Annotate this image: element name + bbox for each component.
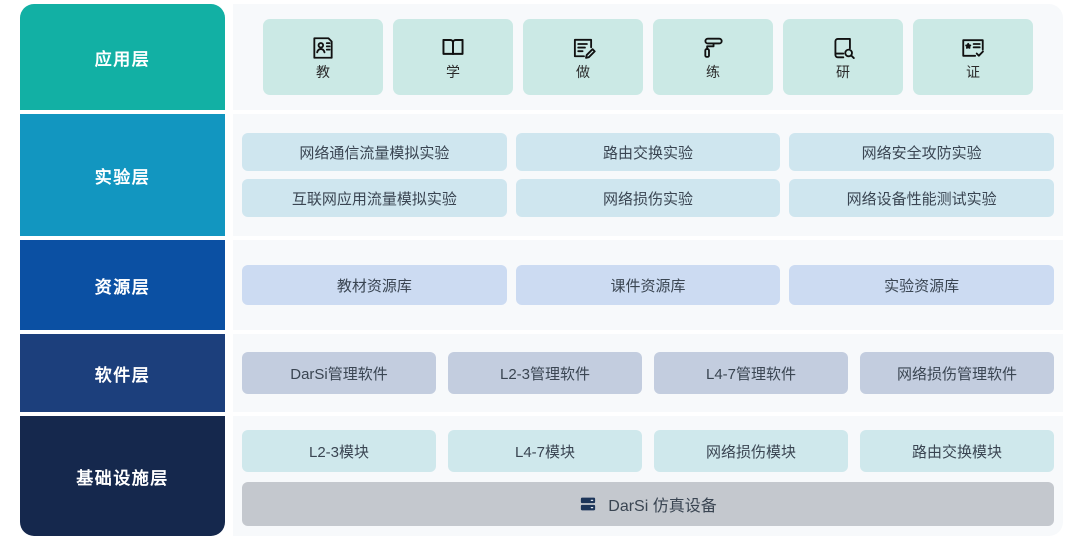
layer-panel-experiment: 网络通信流量模拟实验 路由交换实验 网络安全攻防实验 互联网应用流量模拟实验 网…	[233, 114, 1063, 236]
open-book-icon	[440, 35, 466, 61]
darsi-device-label: DarSi 仿真设备	[608, 498, 717, 515]
app-tile-teach-label: 教	[316, 64, 330, 80]
app-tile-do-label: 做	[576, 64, 590, 80]
app-tile-teach[interactable]: 教	[263, 19, 383, 95]
paint-roller-icon	[700, 35, 726, 61]
app-tile-practice-label: 练	[706, 64, 720, 80]
layer-label-application: 应用层	[20, 4, 225, 110]
infrastructure-module[interactable]: L2-3模块	[242, 430, 436, 472]
infrastructure-module[interactable]: 路由交换模块	[860, 430, 1054, 472]
layer-label-experiment: 实验层	[20, 114, 225, 236]
layer-label-infrastructure-text: 基础设施层	[76, 468, 169, 488]
experiment-item[interactable]: 网络损伤实验	[515, 179, 781, 217]
layer-label-software: 软件层	[20, 334, 225, 412]
app-tile-do[interactable]: 做	[523, 19, 643, 95]
certificate-icon	[960, 35, 986, 61]
document-edit-icon	[570, 35, 596, 61]
resource-item[interactable]: 教材资源库	[242, 265, 507, 305]
layer-panel-resource: 教材资源库 课件资源库 实验资源库	[233, 240, 1063, 330]
darsi-device-bar[interactable]: DarSi 仿真设备	[242, 482, 1054, 526]
experiment-item[interactable]: 网络安全攻防实验	[789, 133, 1055, 171]
app-tile-research-label: 研	[836, 64, 850, 80]
infrastructure-module-row: L2-3模块 L4-7模块 网络损伤模块 路由交换模块	[233, 430, 1063, 472]
layer-label-software-text: 软件层	[94, 365, 151, 385]
software-item[interactable]: L4-7管理软件	[654, 352, 848, 394]
teaching-board-icon	[310, 35, 336, 61]
layer-panel-infrastructure: L2-3模块 L4-7模块 网络损伤模块 路由交换模块 DarSi 仿真设备	[233, 416, 1063, 536]
layer-label-resource: 资源层	[20, 240, 225, 330]
software-row: DarSi管理软件 L2-3管理软件 L4-7管理软件 网络损伤管理软件	[233, 352, 1063, 394]
infrastructure-module[interactable]: L4-7模块	[448, 430, 642, 472]
resource-item[interactable]: 课件资源库	[515, 265, 781, 305]
app-tile-learn-label: 学	[446, 64, 460, 80]
app-tile-certify[interactable]: 证	[913, 19, 1033, 95]
layer-panel-application: 教 学	[233, 4, 1063, 110]
software-item[interactable]: L2-3管理软件	[448, 352, 642, 394]
app-tile-research[interactable]: 研	[783, 19, 903, 95]
resource-row: 教材资源库 课件资源库 实验资源库	[233, 265, 1063, 305]
layer-label-experiment-text: 实验层	[94, 167, 151, 187]
app-tile-practice[interactable]: 练	[653, 19, 773, 95]
experiment-item[interactable]: 网络通信流量模拟实验	[242, 133, 507, 171]
layer-label-application-text: 应用层	[94, 49, 151, 69]
software-item[interactable]: DarSi管理软件	[242, 352, 436, 394]
experiment-item[interactable]: 网络设备性能测试实验	[789, 179, 1055, 217]
server-stack-icon	[579, 495, 597, 513]
resource-item[interactable]: 实验资源库	[789, 265, 1055, 305]
experiment-item[interactable]: 互联网应用流量模拟实验	[242, 179, 507, 217]
experiment-row-2: 互联网应用流量模拟实验 网络损伤实验 网络设备性能测试实验	[233, 179, 1063, 217]
experiment-item[interactable]: 路由交换实验	[515, 133, 781, 171]
layer-label-resource-text: 资源层	[94, 277, 151, 297]
experiment-row-1: 网络通信流量模拟实验 路由交换实验 网络安全攻防实验	[233, 133, 1063, 171]
app-tile-certify-label: 证	[966, 64, 980, 80]
software-item[interactable]: 网络损伤管理软件	[860, 352, 1054, 394]
infrastructure-module[interactable]: 网络损伤模块	[654, 430, 848, 472]
application-tile-strip: 教 学	[233, 19, 1063, 95]
app-tile-learn[interactable]: 学	[393, 19, 513, 95]
layer-panel-software: DarSi管理软件 L2-3管理软件 L4-7管理软件 网络损伤管理软件	[233, 334, 1063, 412]
book-search-icon	[830, 35, 856, 61]
layer-label-infrastructure: 基础设施层	[20, 416, 225, 536]
